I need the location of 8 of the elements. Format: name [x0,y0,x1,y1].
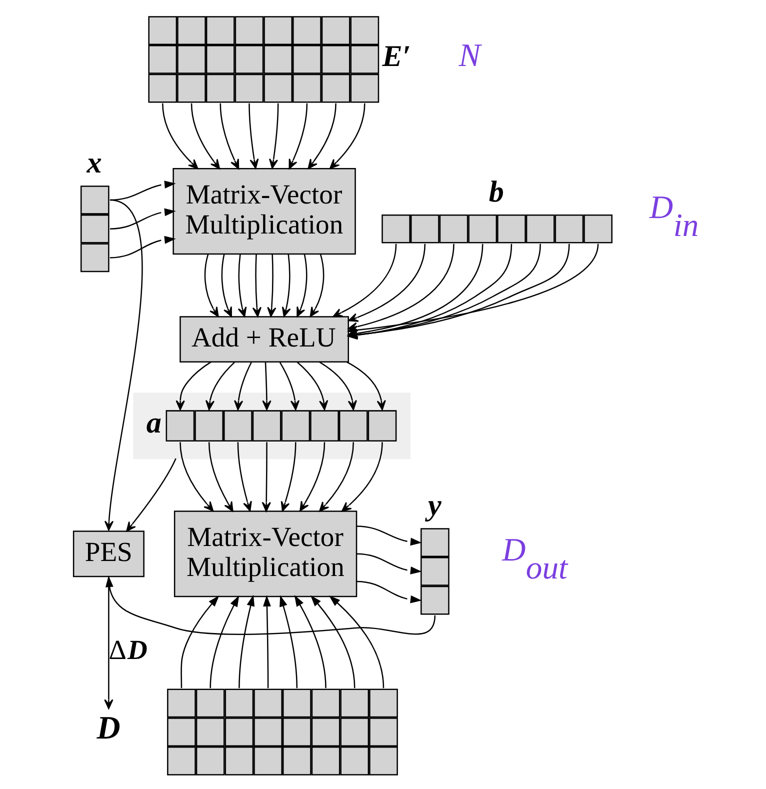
edge-label: ΔD [108,634,147,665]
node-label: x [86,146,102,180]
node-text: D [96,710,120,747]
node-label: y [428,488,441,522]
label: N [458,38,480,74]
node-label: a [146,405,161,440]
node-label: b [488,174,504,209]
node-label: E′ [382,38,410,73]
